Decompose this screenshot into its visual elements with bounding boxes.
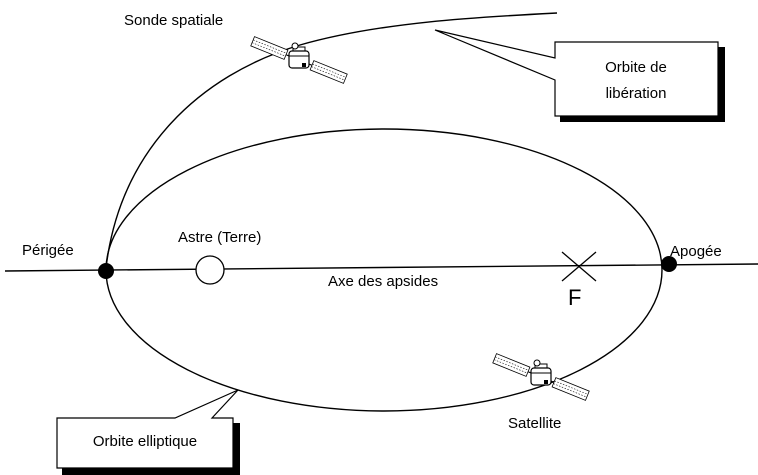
apse-line <box>4 263 758 272</box>
satellite-icon <box>250 36 348 84</box>
focus-mark <box>561 251 597 282</box>
focus-label: F <box>568 285 581 310</box>
satellite-icon <box>492 353 590 401</box>
perigee-label: Périgée <box>22 242 74 259</box>
apse-line-label: Axe des apsides <box>328 273 438 290</box>
elliptic-orbit-label: Orbite elliptique <box>93 433 197 450</box>
escape-orbit-curve <box>105 12 558 269</box>
apogee-point <box>661 256 677 272</box>
satellite-label: Satellite <box>508 415 561 432</box>
probe-label: Sonde spatiale <box>124 12 223 29</box>
elliptic-orbit-callout: Orbite elliptique <box>56 389 240 475</box>
apogee-label: Apogée <box>670 243 722 260</box>
body-circle <box>195 255 225 285</box>
escape-orbit-callout: Orbite de libération <box>434 29 725 122</box>
elliptic-orbit-curve <box>105 128 663 412</box>
perigee-point <box>98 263 114 279</box>
body-label: Astre (Terre) <box>178 229 261 246</box>
escape-orbit-label-line2: libération <box>606 85 667 102</box>
escape-orbit-label-line1: Orbite de <box>605 59 667 76</box>
